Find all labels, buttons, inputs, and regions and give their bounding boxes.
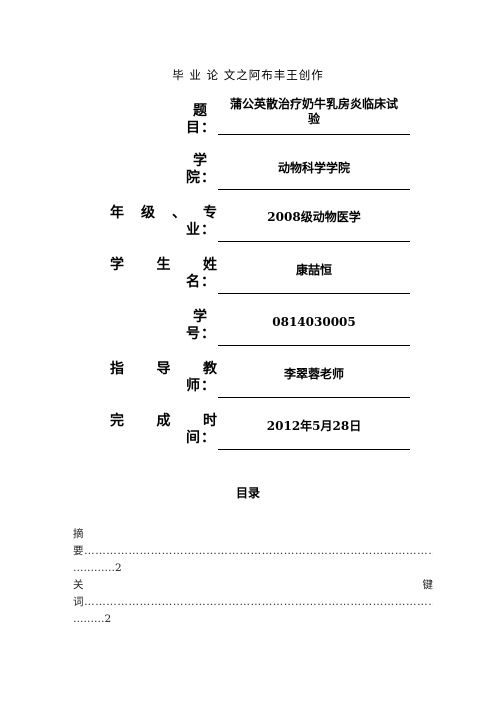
field-label-line1: 学 (193, 309, 208, 325)
field-label-line2: 目： (186, 120, 216, 136)
toc-entry-line1-right: 键 (422, 579, 434, 591)
field-label-line1: 学 生 姓 (110, 257, 218, 273)
field-value-completion-date: 2012年5月28日 (218, 419, 410, 450)
field-label-line2: 号： (186, 326, 216, 342)
field-value-name: 康喆恒 (218, 263, 410, 294)
field-value-college: 动物科学学院 (218, 161, 410, 190)
toc-entry-line1: 摘 (73, 528, 84, 540)
field-student-id: 学 号： 0814030005 (110, 309, 410, 359)
field-major: 年级、专 业： 2008级动物医学 (110, 205, 410, 255)
field-name: 学 生 姓 名： 康喆恒 (110, 257, 410, 307)
field-title: 题 目： 蒲公英散治疗奶牛乳房炎临床试验 (110, 97, 410, 147)
document-header: 毕 业 论 文之阿布丰王创作 (172, 68, 324, 82)
field-label-line2: 间： (186, 430, 216, 446)
field-label-line1: 年级、专 (110, 205, 218, 221)
toc-leader-dots-tail: ……… (73, 613, 105, 625)
toc-title: 目录 (235, 486, 260, 500)
toc-page-number: 2 (104, 613, 112, 625)
toc-entry-label: 词 (73, 596, 85, 608)
toc-leader-dots: …………………………………………………………………………………… (84, 545, 433, 557)
field-label-line1: 学 (193, 153, 208, 169)
toc-entry-label: 要 (73, 545, 85, 557)
field-value-title: 蒲公英散治疗奶牛乳房炎临床试验 (218, 97, 410, 135)
toc-page-number: 2 (115, 562, 122, 574)
field-label-line1: 题 (193, 103, 208, 119)
field-value-major: 2008级动物医学 (218, 210, 410, 242)
field-completion-date: 完 成 时 间： 2012年5月28日 (110, 413, 410, 463)
toc-leader-dots: …………………………………………………………………………………… (84, 596, 433, 608)
field-label-line2: 名： (186, 274, 216, 290)
field-value-advisor: 李翠蓉老师 (218, 367, 410, 398)
toc-entry-line1-left: 关 (73, 579, 84, 591)
toc-entry-abstract[interactable]: 摘 要…………………………………………………………………………………… …………… (73, 526, 433, 577)
field-label-line2: 师： (186, 378, 216, 394)
field-label-line1: 指 导 教 (110, 361, 218, 377)
field-advisor: 指 导 教 师： 李翠蓉老师 (110, 361, 410, 411)
field-label-line2: 院： (186, 170, 216, 186)
field-label-line2: 业： (186, 222, 216, 238)
field-college: 学 院： 动物科学学院 (110, 153, 410, 203)
toc-entry-keywords[interactable]: 关 键 词…………………………………………………………………………………… ……… (73, 577, 433, 628)
toc-leader-dots-tail: ………… (73, 562, 115, 574)
field-label-line1: 完 成 时 (110, 413, 218, 429)
field-value-student-id: 0814030005 (218, 315, 410, 346)
